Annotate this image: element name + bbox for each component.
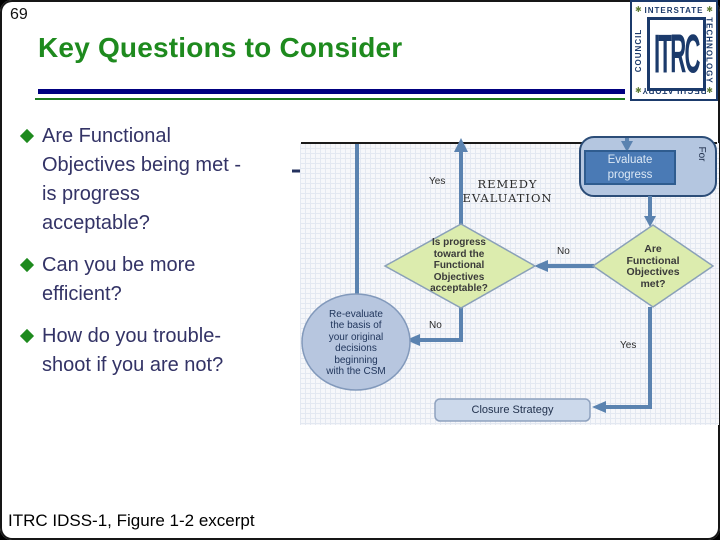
star-icon: ✱ xyxy=(706,86,713,95)
progress-diamond-label: Is progress toward the Functional Object… xyxy=(430,237,488,295)
footer-citation: ITRC IDSS-1, Figure 1-2 excerpt xyxy=(8,511,255,530)
list-item: How do you trouble- shoot if you are not… xyxy=(19,322,294,380)
slide-number: 69 xyxy=(10,6,28,23)
objectives-diamond-label: Are Functional Objectives met? xyxy=(626,243,680,290)
edge-label-no-low: No xyxy=(429,320,442,331)
itrc-logo: ✱ ✱ ✱ ✱ INTERSTATE REGULATORY COUNCIL TE… xyxy=(632,2,716,99)
edge-label-yes-low: Yes xyxy=(620,340,637,351)
remedy-evaluation-stage-label: REMEDY EVALUATION xyxy=(462,177,553,205)
diamond-bullet-icon xyxy=(19,128,35,144)
diamond-bullet-icon xyxy=(19,328,35,344)
edge-label-yes-top: Yes xyxy=(429,176,446,187)
logo-word-interstate: INTERSTATE xyxy=(644,6,704,15)
reevaluate-circle-label: Re-evaluate the basis of your original d… xyxy=(326,308,386,378)
bullet-text: Can you be more efficient? xyxy=(42,254,196,305)
star-icon: ✱ xyxy=(635,5,642,14)
list-item: Are Functional Objectives being met - is… xyxy=(19,122,294,238)
list-item: Can you be more efficient? xyxy=(19,251,294,309)
bullet-text: How do you trouble- shoot if you are not… xyxy=(42,325,224,376)
diamond-bullet-icon xyxy=(19,257,35,273)
star-icon: ✱ xyxy=(706,5,713,14)
logo-center-box: ITRC xyxy=(647,17,706,91)
bullet-list: Are Functional Objectives being met - is… xyxy=(19,122,294,380)
logo-word-council-wrap: COUNCIL xyxy=(633,2,645,99)
star-icon: ✱ xyxy=(635,86,642,95)
side-label-for: For xyxy=(696,146,708,162)
title-divider-navy xyxy=(38,89,625,94)
evaluate-progress-label: Evaluate progress xyxy=(607,153,653,181)
title-divider-green xyxy=(35,98,625,100)
slide-title: Key Questions to Consider xyxy=(38,32,403,63)
edge-label-no-mid: No xyxy=(557,246,570,257)
logo-word-council: COUNCIL xyxy=(634,28,644,73)
closure-strategy-label: Closure Strategy xyxy=(471,404,554,416)
logo-itrc-text: ITRC xyxy=(654,21,700,85)
bullet-text: Are Functional Objectives being met - is… xyxy=(42,125,241,234)
